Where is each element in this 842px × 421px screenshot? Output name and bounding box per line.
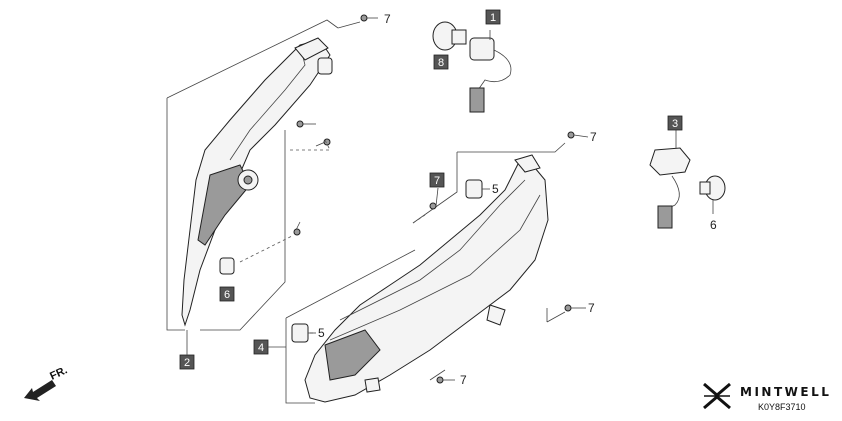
svg-text:8: 8 [438, 57, 444, 69]
label-7-top: 7 [384, 12, 391, 26]
right-socket-assembly [649, 125, 726, 229]
svg-text:FR.: FR. [48, 364, 69, 382]
callout-3: 3 [667, 115, 683, 131]
svg-text:2: 2 [184, 357, 190, 369]
callout-7: 7 [429, 172, 445, 188]
callout-4: 4 [253, 339, 269, 355]
svg-text:1: 1 [490, 12, 496, 24]
diagram-code: K0Y8F3710 [758, 402, 806, 412]
label-7-upper-right: 7 [590, 130, 597, 144]
left-lens-assembly [166, 14, 378, 331]
label-6: 6 [710, 218, 717, 232]
callout-5: 6 [219, 286, 235, 302]
label-7-lower-right: 7 [588, 301, 595, 315]
front-direction-arrow: FR. [24, 364, 69, 401]
svg-text:6: 6 [224, 289, 230, 301]
svg-text:7: 7 [434, 175, 440, 187]
upper-socket-assembly [432, 21, 512, 113]
main-lens-assembly [285, 131, 589, 404]
callout-2: 2 [179, 354, 195, 370]
brand-name: MINTWELL [740, 385, 831, 399]
brand-logo [703, 382, 731, 410]
callout-8: 8 [433, 54, 449, 70]
svg-text:3: 3 [672, 118, 678, 130]
svg-text:4: 4 [258, 342, 264, 354]
label-7-bottom: 7 [460, 373, 467, 387]
label-5-upper: 5 [492, 182, 499, 196]
callout-1: 1 [485, 9, 501, 25]
label-5-lower: 5 [318, 326, 325, 340]
